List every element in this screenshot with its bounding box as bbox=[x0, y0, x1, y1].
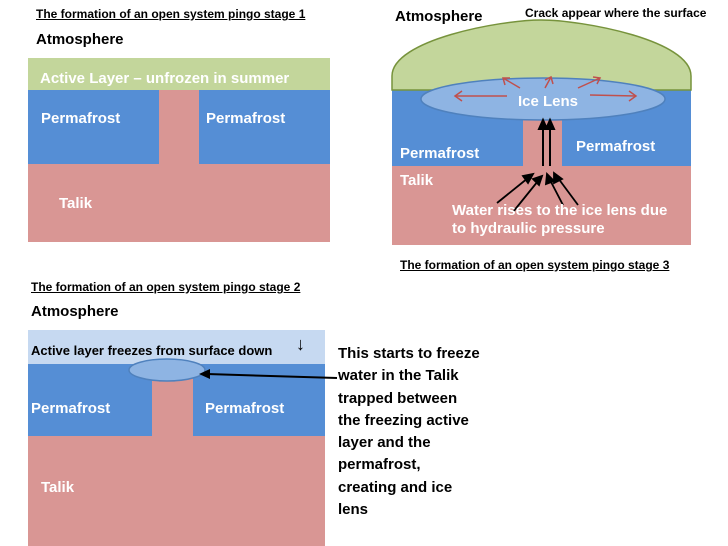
stage1-permafrost-right-label: Permafrost bbox=[206, 110, 286, 127]
stage3-talik-label: Talik bbox=[400, 172, 434, 189]
stage3-domed-active-layer bbox=[391, 19, 692, 91]
stage3-water-note: Water rises to the ice lens due to hydra… bbox=[452, 202, 668, 237]
hydraulic-arrows bbox=[496, 171, 579, 213]
stage1-active-layer bbox=[28, 58, 330, 90]
stage2-atmosphere-label: Atmosphere bbox=[31, 303, 119, 320]
stage3-title: The formation of an open system pingo st… bbox=[400, 258, 670, 272]
stage1-permafrost-left bbox=[28, 90, 159, 164]
stage2-permafrost-left bbox=[28, 364, 152, 436]
crack-arrows bbox=[453, 75, 638, 102]
stage1-talik-channel bbox=[159, 90, 199, 164]
stage2-annotation: This starts to freeze water in the Talik… bbox=[338, 345, 480, 519]
stage3-ice-lens-label: Ice Lens bbox=[518, 93, 579, 110]
down-arrow-icon: ↓ bbox=[296, 334, 305, 354]
stage1-active-layer-label: Active Layer – unfrozen in summer bbox=[40, 70, 290, 87]
stage3-atmosphere-label: Atmosphere bbox=[395, 8, 483, 25]
stage1-permafrost-right bbox=[199, 90, 330, 164]
stage2-arrowhead-icon bbox=[199, 369, 210, 379]
stage1-title: The formation of an open system pingo st… bbox=[36, 7, 306, 21]
stage3-permafrost-right-label: Permafrost bbox=[576, 138, 656, 155]
stage2-title: The formation of an open system pingo st… bbox=[31, 280, 301, 294]
stage1-permafrost-left-label: Permafrost bbox=[41, 110, 121, 127]
stage2-active-layer-label: Active layer freezes from surface down bbox=[31, 343, 273, 358]
stage1-talik-layer bbox=[28, 162, 330, 242]
stage1-talik-label: Talik bbox=[59, 195, 93, 212]
stage2-permafrost-left-label: Permafrost bbox=[31, 400, 111, 417]
stage3-permafrost-left-label: Permafrost bbox=[400, 145, 480, 162]
stage2-talik-layer bbox=[28, 435, 325, 546]
stage2-frozen-active-layer bbox=[28, 330, 325, 364]
stage1-atmosphere-label: Atmosphere bbox=[36, 31, 124, 48]
stage2-permafrost-right-label: Permafrost bbox=[205, 400, 285, 417]
stage2-talik-label: Talik bbox=[41, 479, 75, 496]
upward-arrows bbox=[537, 117, 556, 166]
stage2-annotation-arrow bbox=[206, 373, 338, 379]
stage2-ice-lens bbox=[128, 358, 206, 382]
